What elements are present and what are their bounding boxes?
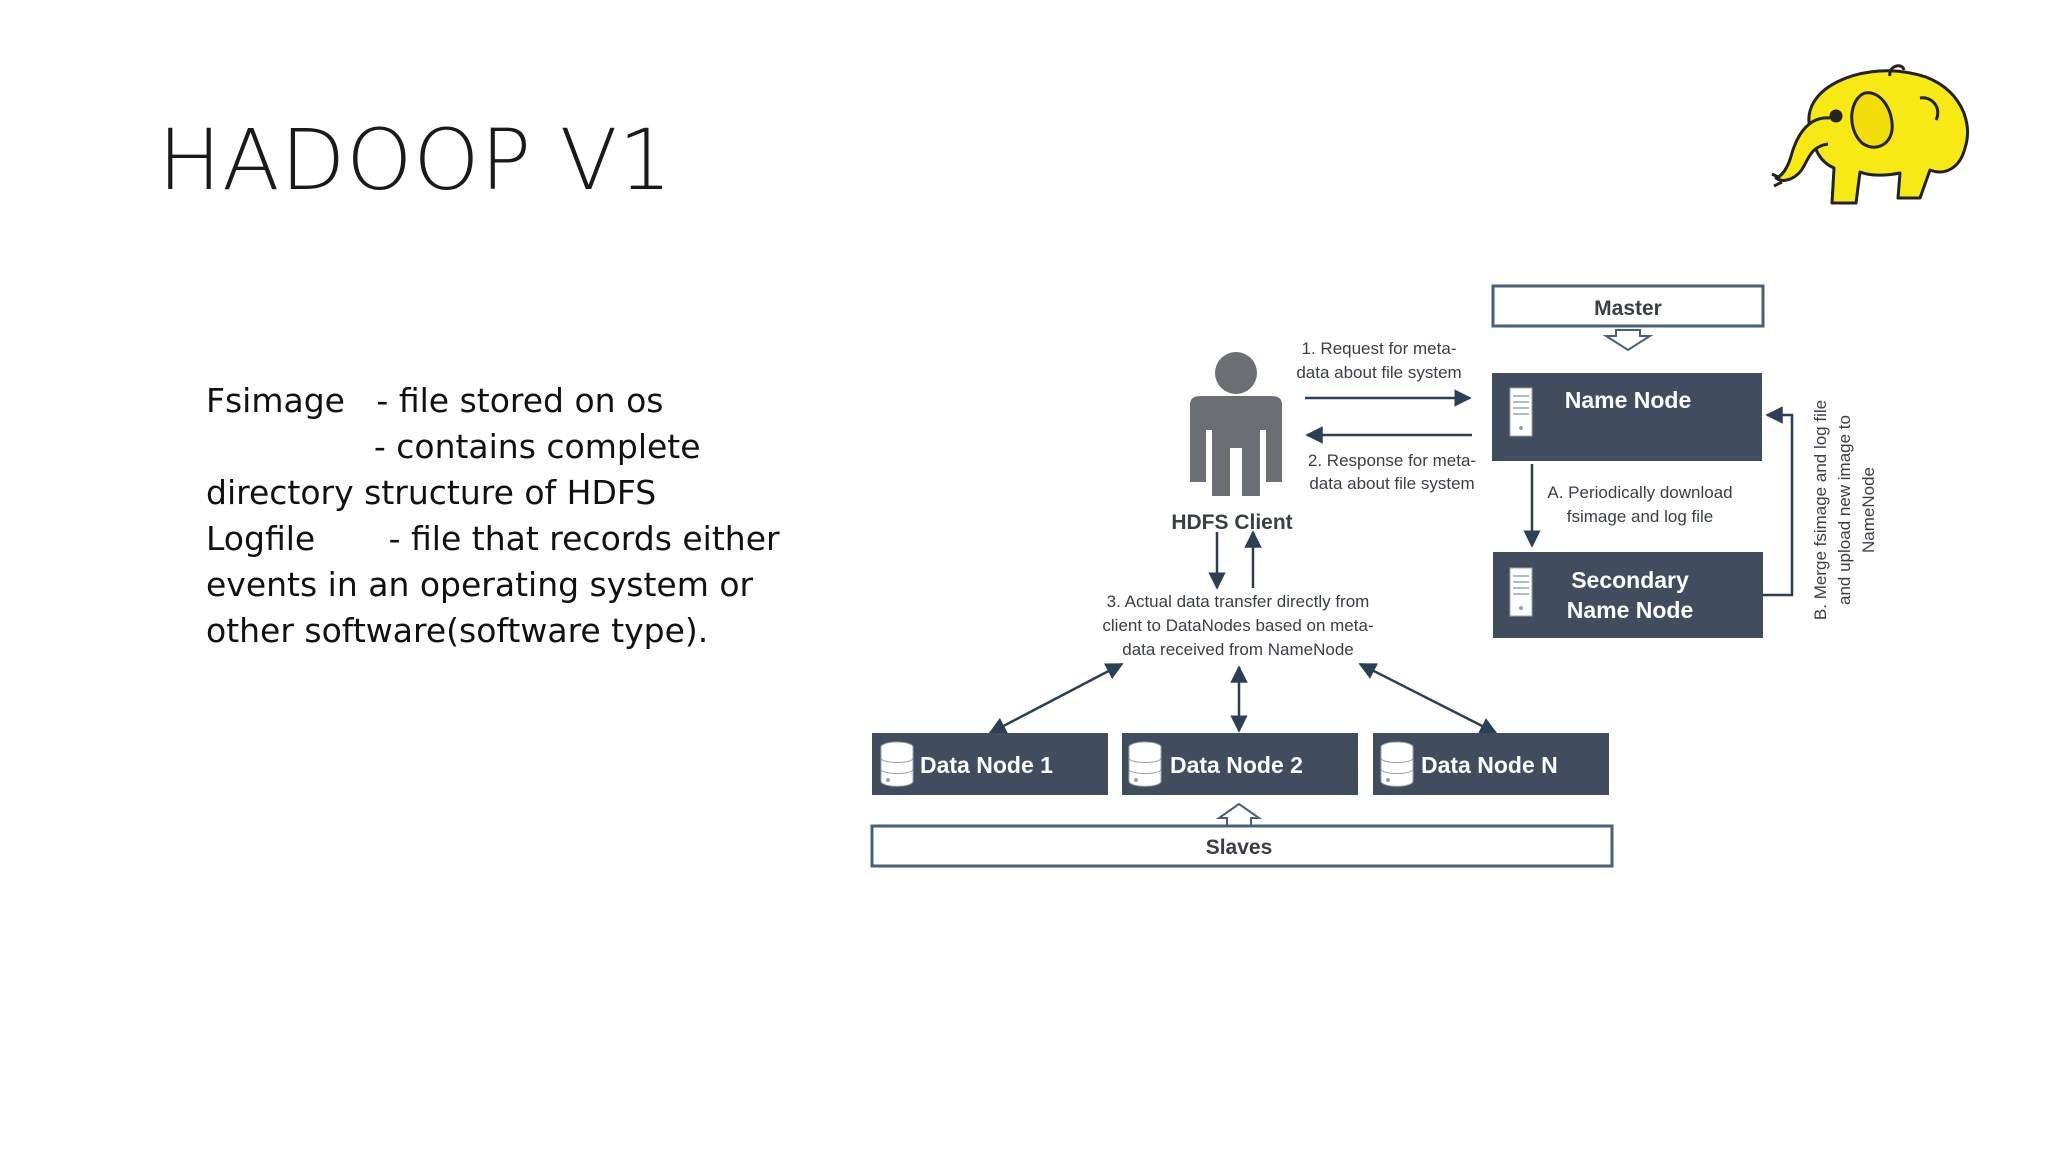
- name-node-label: Name Node: [1565, 387, 1692, 413]
- data-node-2-label: Data Node 2: [1170, 752, 1303, 778]
- body-line-events: events in an operating system or: [206, 565, 754, 604]
- step3-label-line1: 3. Actual data transfer directly from: [1107, 592, 1370, 611]
- body-line-fsimage: Fsimage - file stored on os: [206, 381, 664, 420]
- stepA-label-line2: fsimage and log file: [1567, 507, 1713, 526]
- secondary-name-node-label-line2: Name Node: [1567, 597, 1694, 623]
- step2-label-line2: data about file system: [1309, 474, 1474, 493]
- step1-label-line1: 1. Request for meta-: [1302, 339, 1457, 358]
- slide-title: HADOOP V1: [158, 111, 673, 209]
- stepB-label-line2: and upload new image to: [1835, 415, 1854, 605]
- step1-label-line2: data about file system: [1296, 363, 1461, 382]
- datanodeN-transfer-arrow: [1358, 662, 1498, 735]
- slaves-up-arrow: [1215, 802, 1263, 827]
- hadoop-elephant-logo: [1771, 64, 1970, 205]
- data-node-2-box: Data Node 2: [1122, 733, 1358, 795]
- step3-label-line3: data received from NameNode: [1122, 640, 1354, 659]
- hdfs-client-label: HDFS Client: [1171, 511, 1292, 534]
- master-label: Master: [1594, 297, 1662, 320]
- stepB-label-line1: B. Merge fsimage and log file: [1811, 400, 1830, 620]
- name-node-box: Name Node: [1492, 373, 1762, 461]
- slaves-label: Slaves: [1206, 836, 1273, 859]
- data-node-1-box: Data Node 1: [872, 733, 1108, 795]
- step2-label-line1: 2. Response for meta-: [1308, 451, 1476, 470]
- secondary-name-node-box: Secondary Name Node: [1493, 552, 1763, 638]
- body-line-directory: directory structure of HDFS: [206, 473, 657, 512]
- master-frame: Master: [1491, 284, 1765, 352]
- stepA-label-line1: A. Periodically download: [1547, 483, 1732, 502]
- datanode1-transfer-arrow: [988, 662, 1124, 735]
- data-node-1-label: Data Node 1: [920, 752, 1053, 778]
- hdfs-architecture-diagram: Master Name Node Secondary Name Node HDF…: [870, 284, 1878, 868]
- slide-body-text: Fsimage - file stored on os - contains c…: [206, 378, 780, 654]
- body-line-logfile: Logfile - file that records either: [206, 519, 780, 558]
- stepB-label-line3: NameNode: [1859, 467, 1878, 553]
- slaves-frame: Slaves: [870, 802, 1614, 868]
- stepB-upload-arrow: [1763, 406, 1794, 597]
- hdfs-client-person-icon: [1190, 352, 1282, 496]
- data-node-n-box: Data Node N: [1373, 733, 1609, 795]
- secondary-name-node-label-line1: Secondary: [1571, 567, 1689, 593]
- body-line-other-software: other software(software type).: [206, 611, 709, 650]
- master-down-arrow: [1602, 329, 1654, 352]
- body-line-contains: - contains complete: [206, 427, 701, 466]
- data-node-n-label: Data Node N: [1421, 752, 1558, 778]
- step3-label-line2: client to DataNodes based on meta-: [1102, 616, 1373, 635]
